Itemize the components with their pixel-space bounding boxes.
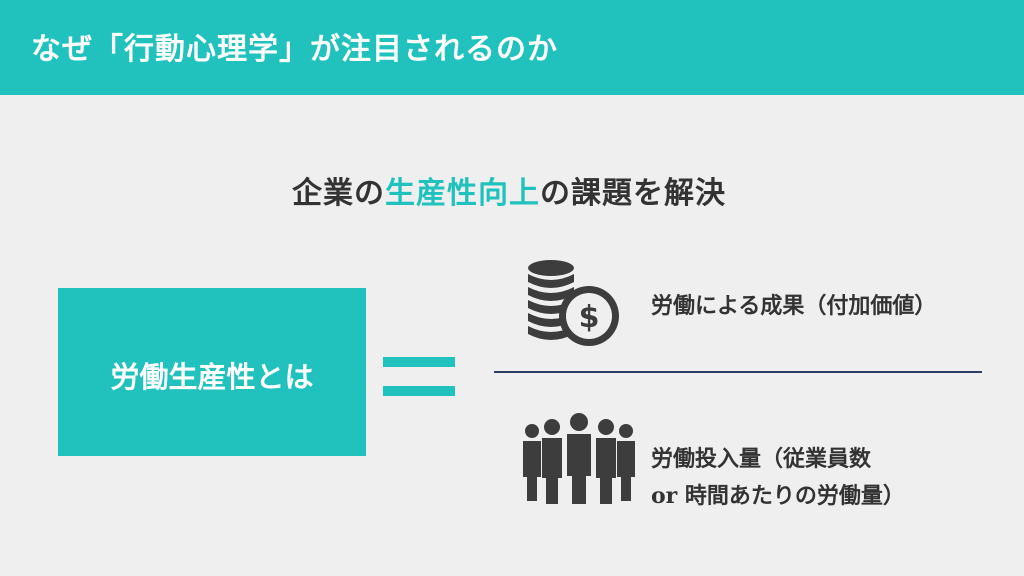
denominator-line-1: 労働投入量（従業員数	[651, 446, 872, 472]
denominator-label: 労働投入量（従業員数 or 時間あたりの労働量）	[651, 441, 905, 515]
subheading-suffix: の課題を解決	[540, 176, 726, 211]
equals-sign	[383, 357, 455, 396]
header-bar: なぜ「行動心理学」が注目されるのか	[0, 0, 1024, 95]
numerator-label: 労働による成果（付加価値）	[651, 293, 937, 319]
fraction-divider	[494, 371, 982, 373]
definition-box: 労働生産性とは	[58, 288, 366, 456]
subheading-prefix: 企業の	[292, 176, 385, 211]
equals-bar-top	[383, 357, 455, 367]
subheading: 企業の生産性向上の課題を解決	[292, 168, 726, 212]
people-group-icon	[523, 413, 635, 504]
page-title: なぜ「行動心理学」が注目されるのか	[31, 32, 558, 67]
coins-dollar-icon: $	[528, 260, 619, 346]
subheading-highlight: 生産性向上	[385, 176, 540, 211]
definition-label: 労働生産性とは	[110, 360, 314, 394]
equals-bar-bottom	[383, 386, 455, 396]
svg-text:$: $	[579, 300, 600, 335]
denominator-line-2: or 時間あたりの労働量）	[651, 483, 905, 509]
